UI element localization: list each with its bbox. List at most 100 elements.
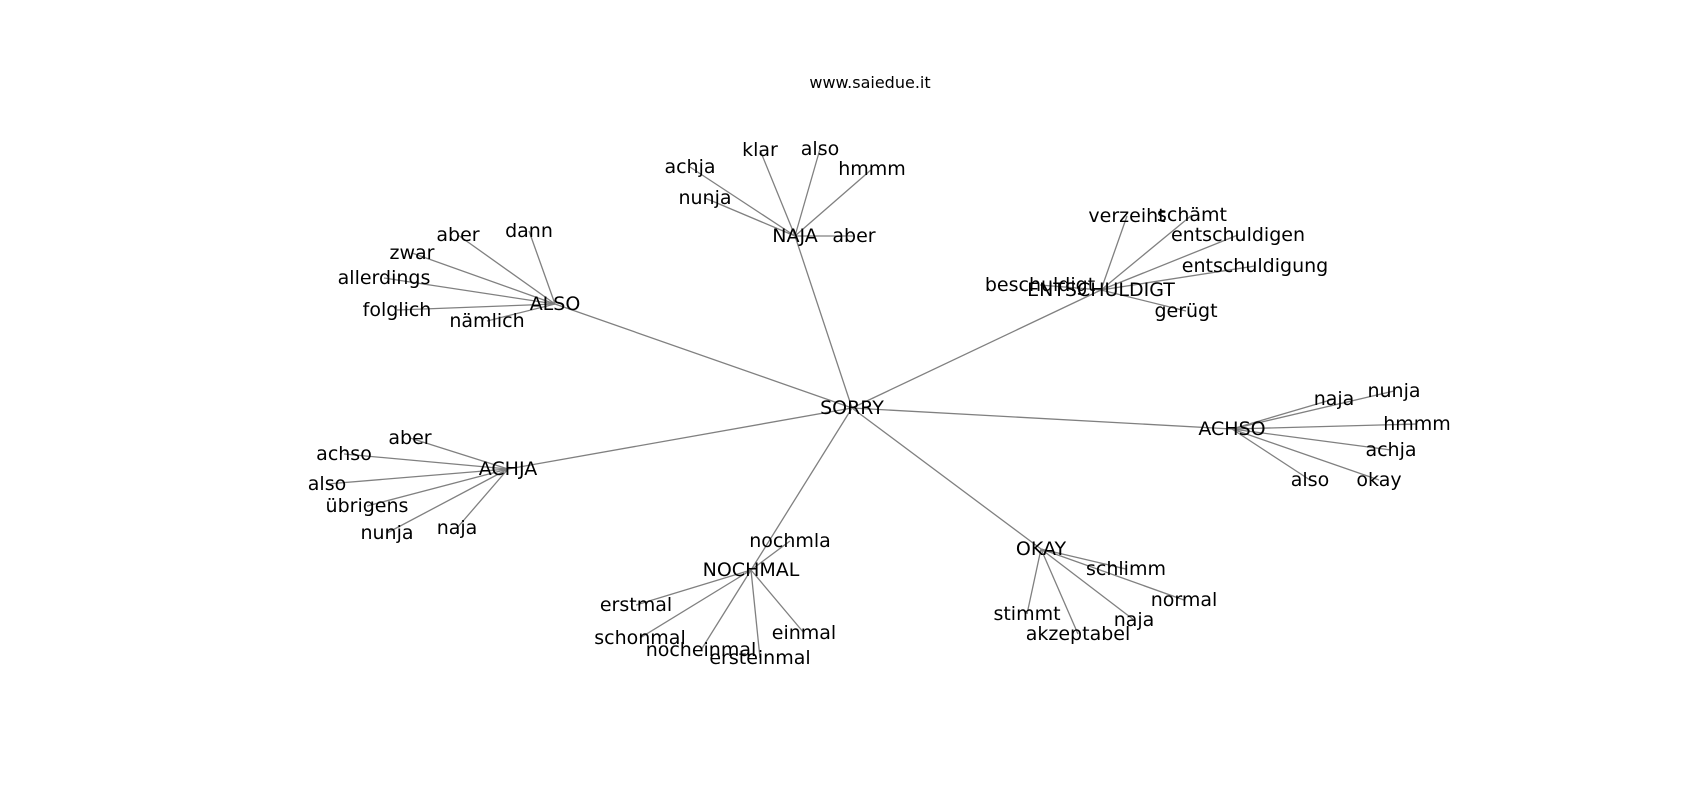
leaf-node-label: normal [1151, 589, 1218, 611]
edge-entschuldigt-1 [1100, 214, 1193, 291]
root-node-label: SORRY [820, 397, 884, 419]
edge-also-1 [528, 230, 556, 305]
edge-achso-5 [1231, 428, 1380, 481]
leaf-node-label: schlimm [1086, 558, 1166, 580]
leaf-node-label: erstmal [600, 594, 672, 616]
hub-node-label: OKAY [1016, 538, 1067, 560]
edge-achja-0 [409, 437, 509, 470]
edge-root-nochmal [750, 407, 853, 571]
edge-nochmal-2 [639, 569, 752, 639]
edge-nochmal-4 [750, 569, 761, 659]
edge-naja-4 [704, 197, 796, 237]
leaf-node-label: naja [1114, 609, 1155, 631]
edge-achso-1 [1231, 390, 1395, 430]
edge-also-0 [457, 234, 556, 305]
edge-okay-1 [1040, 548, 1185, 601]
leaf-node-label: naja [437, 517, 478, 539]
leaf-node-label: stimmt [993, 603, 1060, 625]
edge-root-achja [507, 407, 853, 470]
leaf-node-label: beschuldigt [985, 274, 1095, 296]
edge-achja-1 [343, 453, 509, 470]
edge-achja-5 [456, 468, 509, 529]
edge-root-also [554, 303, 853, 409]
leaf-node-label: folglich [363, 299, 432, 321]
leaf-node-label: entschuldigen [1171, 224, 1305, 246]
edge-entschuldigt-2 [1100, 234, 1239, 291]
leaf-node-label: nochmla [749, 530, 831, 552]
hub-node-label: ENTSCHULDIGT [1027, 279, 1175, 301]
edges-layer [326, 148, 1418, 659]
leaf-node-label: also [801, 138, 839, 160]
leaf-node-label: nunja [360, 522, 413, 544]
edge-achso-2 [1231, 423, 1418, 430]
edge-achso-4 [1231, 428, 1311, 481]
leaf-node-label: aber [388, 427, 431, 449]
leaf-node-label: also [308, 473, 346, 495]
leaf-node-label: nämlich [449, 310, 524, 332]
edge-nochmal-5 [750, 569, 805, 634]
edge-root-naja [794, 235, 853, 409]
hub-node-label: ALSO [530, 293, 581, 315]
leaf-node-label: okay [1356, 469, 1401, 491]
edge-okay-0 [1040, 548, 1127, 570]
edge-naja-1 [759, 149, 796, 237]
edge-root-entschuldigt [851, 289, 1102, 409]
edge-root-okay [851, 407, 1042, 550]
leaf-node-label: dann [505, 220, 553, 242]
leaf-node-label: hmmm [1383, 413, 1451, 435]
leaf-node-label: akzeptabel [1026, 623, 1131, 645]
leaf-node-label: entschuldigung [1182, 255, 1328, 277]
edge-okay-3 [1026, 548, 1042, 615]
leaf-node-label: nunja [1367, 380, 1420, 402]
leaf-node-label: allerdings [338, 267, 431, 289]
edge-also-5 [486, 303, 556, 322]
leaf-node-label: nunja [678, 187, 731, 209]
edge-naja-3 [794, 168, 873, 237]
leaf-node-label: naja [1314, 388, 1355, 410]
edge-also-4 [396, 303, 556, 311]
edge-entschuldigt-5 [1100, 289, 1187, 312]
leaf-node-label: schonmal [594, 627, 685, 649]
edge-naja-0 [689, 166, 796, 237]
hub-node-label: NAJA [772, 225, 817, 247]
edge-achja-4 [386, 468, 509, 534]
leaf-node-label: ersteinmal [709, 647, 810, 669]
leaf-node-label: klar [742, 139, 778, 161]
edge-naja-2 [794, 148, 821, 237]
hub-node-label: ACHSO [1198, 418, 1265, 440]
leaf-node-label: einmal [772, 622, 836, 644]
edge-nochmal-1 [635, 569, 752, 606]
edge-also-3 [383, 277, 556, 305]
edge-achja-2 [326, 468, 509, 485]
leaf-node-label: verzeiht [1088, 205, 1165, 227]
graph-title: www.saiedue.it [809, 73, 930, 92]
edge-achja-3 [366, 468, 509, 507]
edge-entschuldigt-3 [1100, 265, 1256, 291]
edge-also-2 [411, 252, 556, 305]
leaf-node-label: achja [664, 156, 715, 178]
edge-okay-2 [1040, 548, 1135, 621]
leaf-node-label: nocheinmal [646, 639, 757, 661]
leaf-node-label: übrigens [326, 495, 409, 517]
edge-entschuldigt-0 [1100, 215, 1128, 291]
leaf-node-label: hmmm [838, 158, 906, 180]
edge-achso-0 [1231, 398, 1335, 430]
leaf-node-label: schämt [1157, 204, 1227, 226]
edge-nochmal-0 [750, 540, 791, 571]
leaf-node-label: zwar [390, 242, 435, 264]
edge-achso-3 [1231, 428, 1392, 451]
edge-entschuldigt-4 [1039, 284, 1102, 291]
leaf-node-label: aber [832, 225, 875, 247]
edge-root-achso [851, 407, 1233, 430]
leaf-node-label: also [1291, 469, 1329, 491]
edge-okay-4 [1040, 548, 1079, 635]
leaf-node-label: gerügt [1154, 300, 1217, 322]
edge-nochmal-3 [700, 569, 752, 651]
leaf-node-label: achso [316, 443, 372, 465]
leaf-node-label: aber [436, 224, 479, 246]
hub-node-label: NOCHMAL [703, 559, 800, 581]
leaf-node-label: achja [1365, 439, 1416, 461]
hub-node-label: ACHJA [479, 458, 537, 480]
